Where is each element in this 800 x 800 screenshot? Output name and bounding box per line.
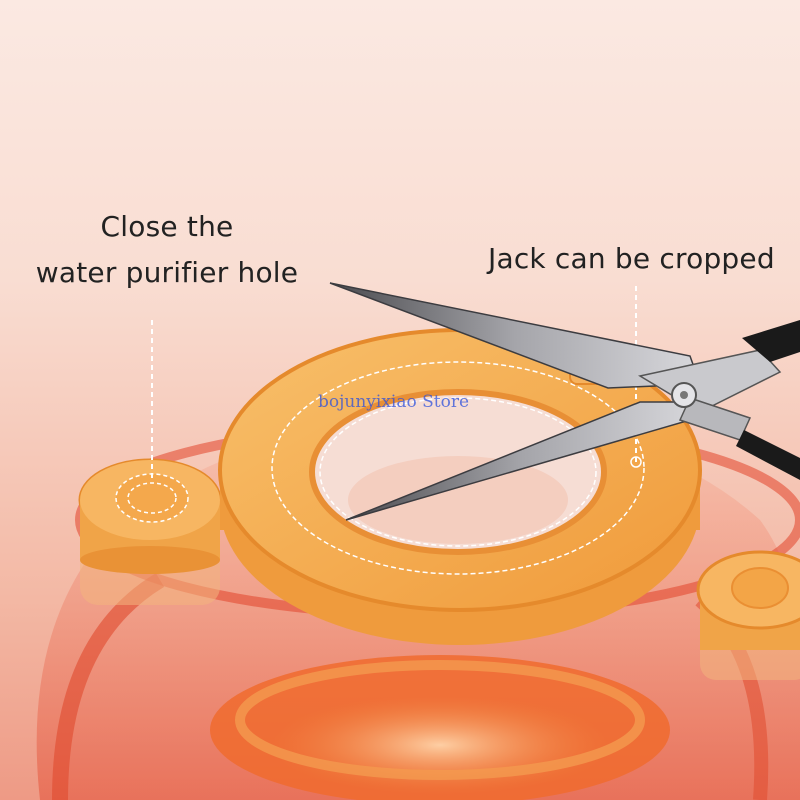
left-plug-cap: [78, 458, 222, 605]
callout-close-hole-line2: water purifier hole: [35, 255, 299, 289]
callout-close-hole: Close the water purifier hole: [32, 210, 302, 289]
main-sealing-ring: [218, 328, 702, 645]
callout-jack-cropped: Jack can be cropped: [488, 242, 775, 275]
scissors-icon: [329, 282, 800, 521]
callout-close-hole-line1: Close the: [100, 210, 234, 243]
store-watermark: bojunyixiao Store: [318, 392, 470, 412]
right-plug-cap: [696, 550, 800, 680]
